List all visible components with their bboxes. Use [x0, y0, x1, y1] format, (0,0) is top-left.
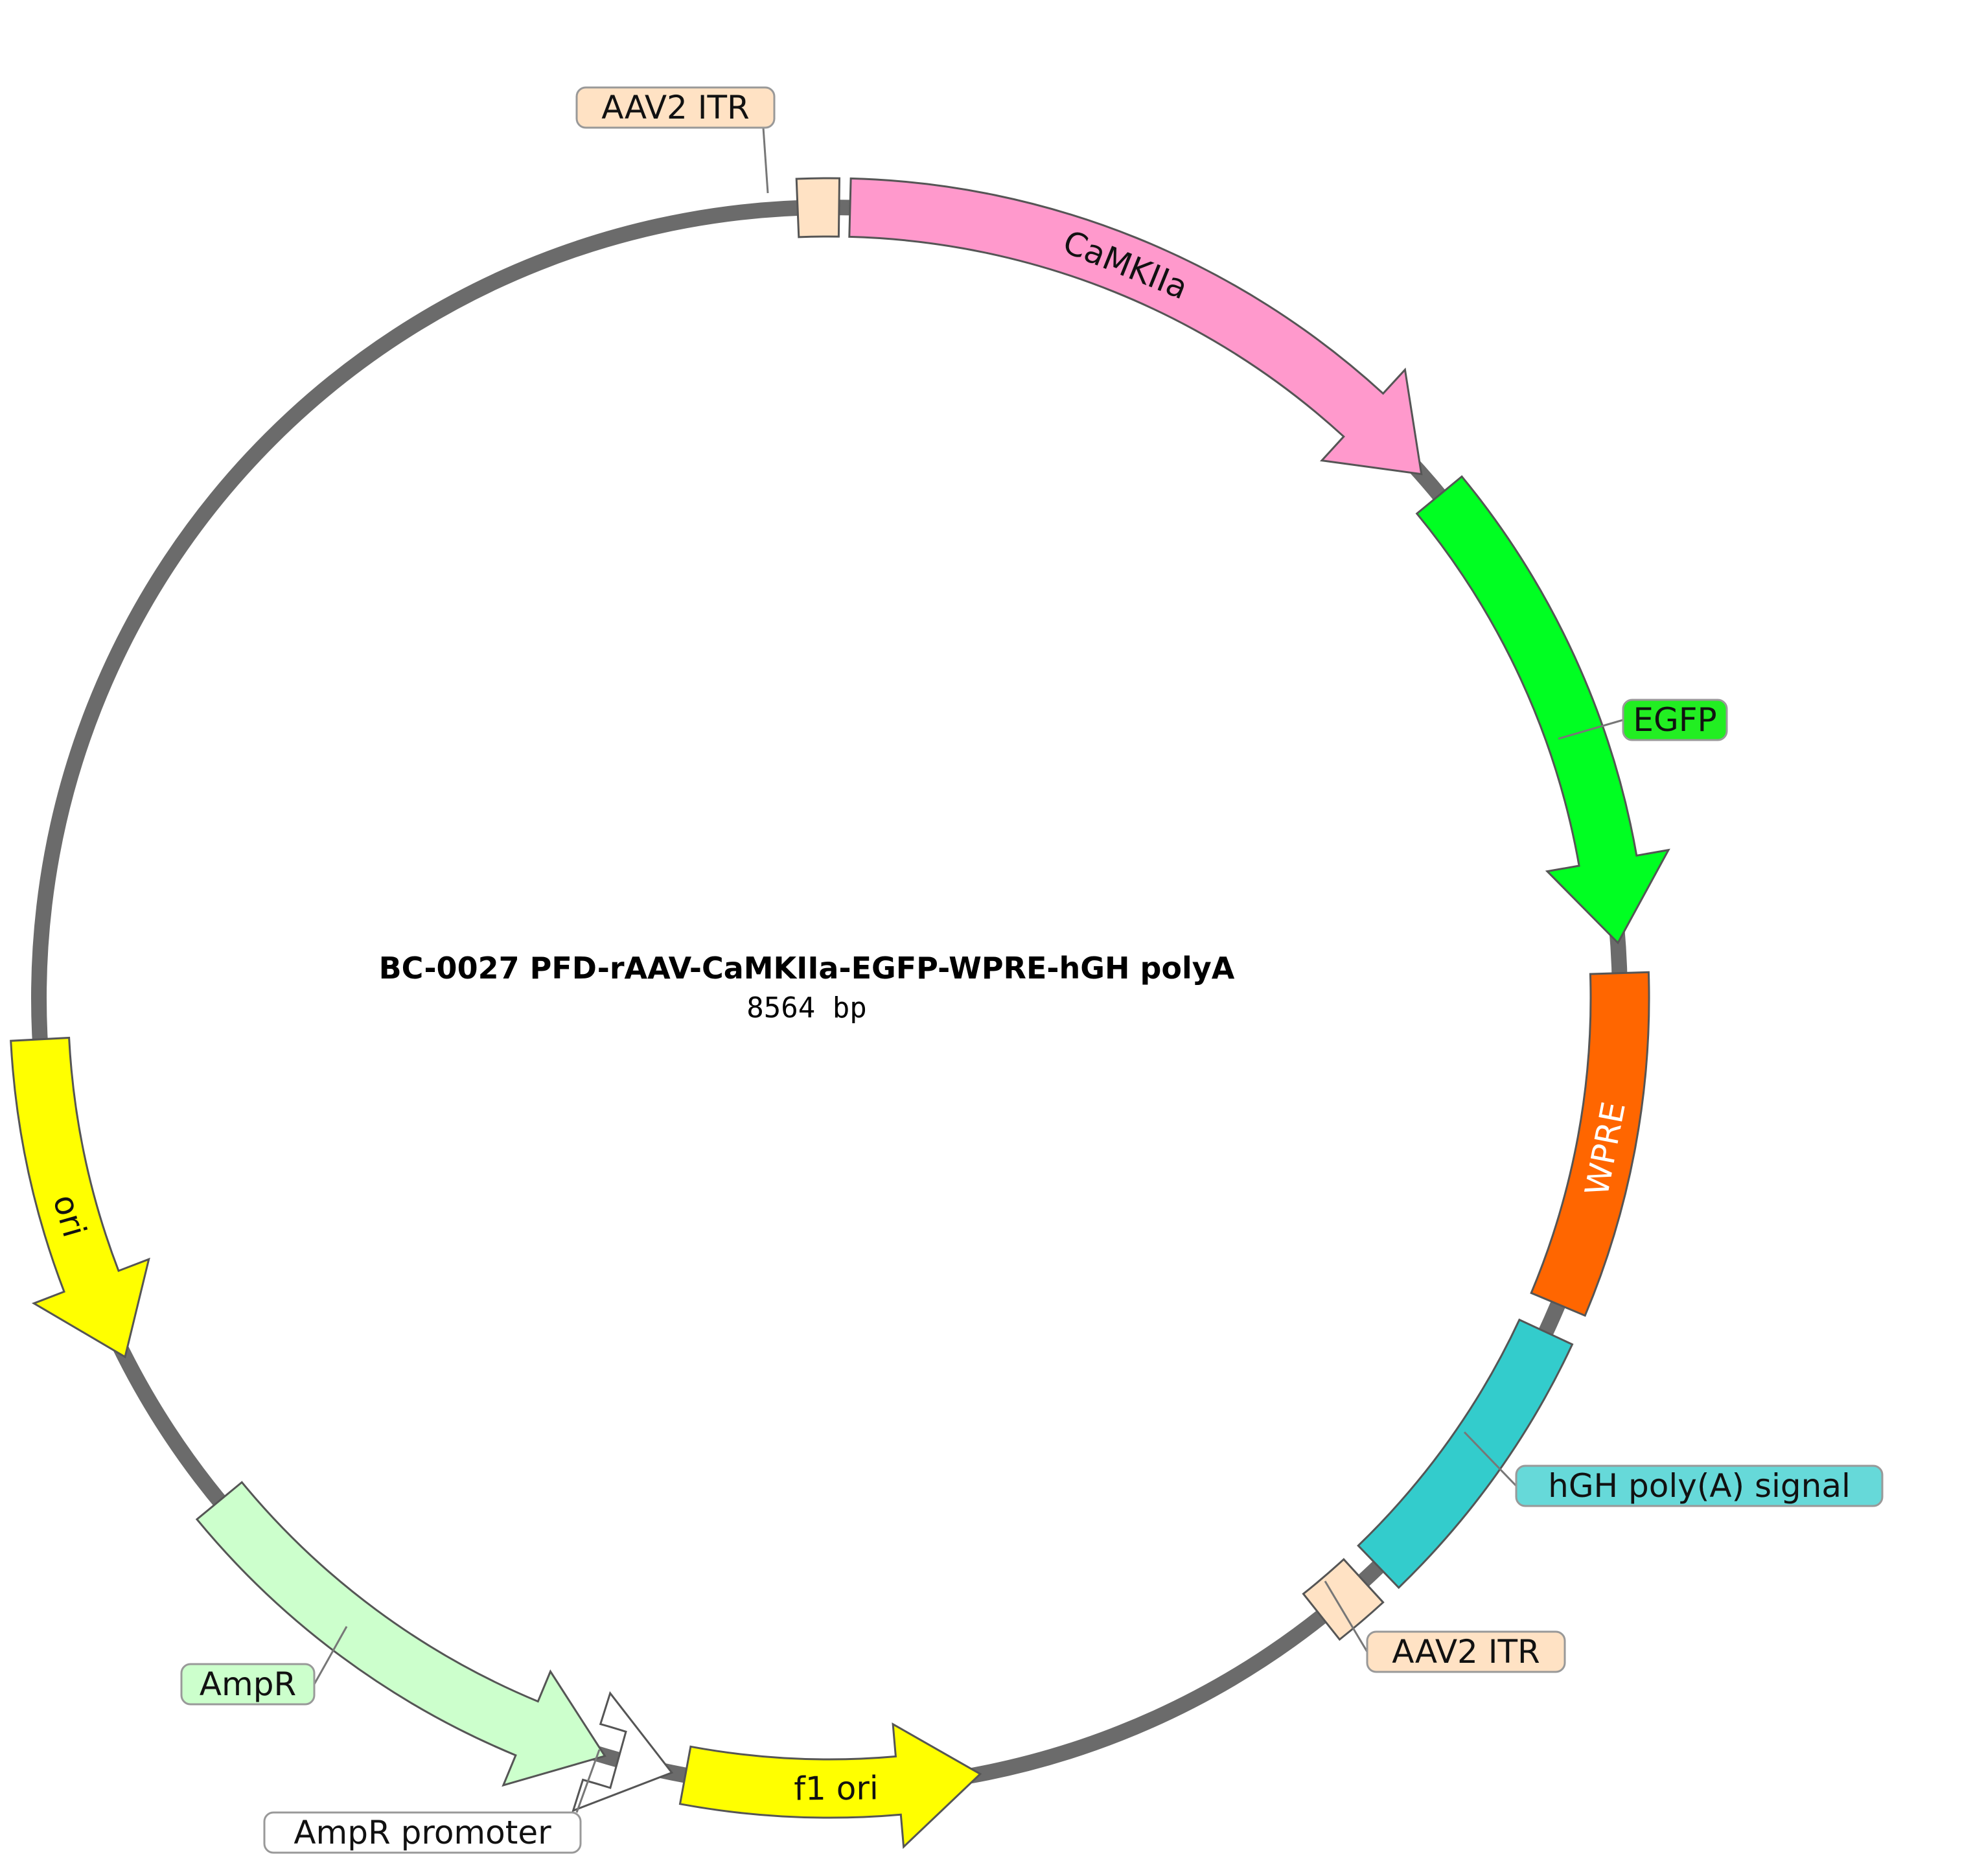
feature-hgh[interactable] [1357, 1318, 1574, 1590]
feature-f1ori[interactable] [678, 1722, 982, 1849]
callout-label-hgh: hGH poly(A) signal [1548, 1467, 1851, 1505]
feature-ori[interactable] [10, 1036, 150, 1359]
feature-camkiia[interactable] [848, 177, 1423, 476]
features-layer [10, 177, 1670, 1849]
leader-ampr-promoter [575, 1749, 601, 1813]
leader-itr-bottom [1324, 1581, 1368, 1652]
feature-itr-bottom[interactable] [1302, 1558, 1385, 1641]
leaders-layer [313, 127, 1624, 1813]
callout-label-itr-bottom: AAV2 ITR [1392, 1633, 1540, 1671]
feature-label-f1ori: f1 ori [794, 1769, 879, 1807]
feature-wpre[interactable] [1530, 971, 1650, 1317]
leader-egfp [1558, 719, 1624, 740]
callout-box-ampr-promoter[interactable] [263, 1811, 582, 1854]
plasmid-size: 8564 bp [746, 991, 866, 1025]
plasmid-name: BC-0027 PFD-rAAV-CaMKIIa-EGFP-WPRE-hGH p… [379, 951, 1235, 986]
callout-label-itr-top: AAV2 ITR [601, 89, 750, 126]
callout-box-hgh[interactable] [1515, 1465, 1884, 1507]
feature-ampr-promoter[interactable] [571, 1691, 674, 1812]
leader-itr-top [762, 127, 769, 194]
feature-itr-top[interactable] [795, 177, 841, 238]
callout-label-ampr-promoter: AmpR promoter [294, 1814, 551, 1851]
feature-ampr[interactable] [195, 1481, 606, 1787]
feature-egfp[interactable] [1415, 475, 1670, 945]
callout-box-itr-top[interactable] [575, 86, 776, 129]
callout-box-ampr[interactable] [180, 1663, 316, 1706]
callout-label-egfp: EGFP [1633, 701, 1716, 739]
callout-label-ampr: AmpR [200, 1665, 296, 1703]
leader-ampr [313, 1626, 348, 1685]
callout-box-egfp[interactable] [1622, 699, 1728, 741]
leader-hgh [1463, 1431, 1517, 1487]
callout-box-itr-bottom[interactable] [1366, 1630, 1566, 1673]
